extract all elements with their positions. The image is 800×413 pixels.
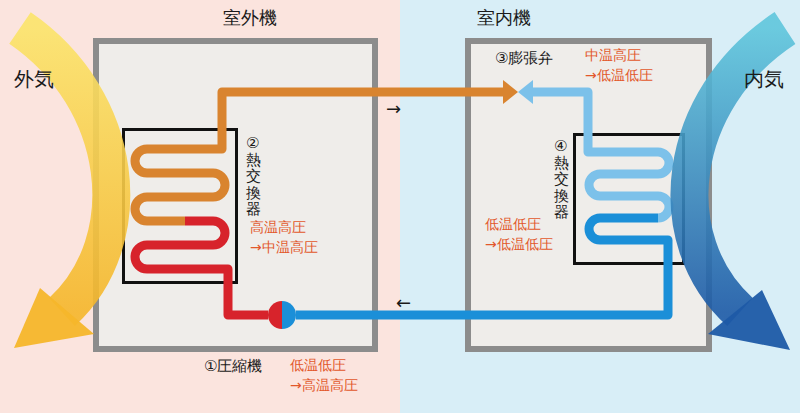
heat-exchanger: ②熱交換器高温高圧 →中温高圧 bbox=[122, 128, 238, 284]
state-change: 中温高圧 →低温低圧 bbox=[585, 45, 656, 86]
component-name: ①圧縮機 bbox=[204, 357, 262, 376]
heat-exchanger: ④熱交換器低温低圧 →低温低圧 bbox=[573, 133, 685, 265]
valve-symbol bbox=[503, 80, 533, 104]
expansion-valve: ③膨張弁中温高圧 →低温低圧 bbox=[503, 80, 533, 104]
refrigerant-pipe bbox=[533, 92, 588, 133]
air-label: 外気 bbox=[14, 66, 54, 93]
flow-arrow: → bbox=[386, 98, 401, 119]
state-change: 高温高圧 →中温高圧 bbox=[250, 217, 321, 258]
outdoor-unit: 室外機②熱交換器高温高圧 →中温高圧①圧縮機低温低圧 →高温高圧 bbox=[93, 38, 378, 352]
state-change: 低温低圧 →低温低圧 bbox=[485, 214, 556, 255]
component-name: ②熱交換器 bbox=[246, 135, 261, 218]
refrigerant-pipe bbox=[228, 284, 268, 315]
coil bbox=[576, 136, 682, 262]
refrigerant-pipe bbox=[296, 265, 668, 315]
state-change: 低温低圧 →高温高圧 bbox=[290, 355, 361, 396]
unit-heading: 室内機 bbox=[477, 6, 531, 30]
unit-heading: 室外機 bbox=[223, 6, 277, 30]
refrigerant-pipe bbox=[222, 92, 503, 128]
component-name: ③膨張弁 bbox=[495, 49, 553, 68]
coil bbox=[125, 131, 235, 281]
flow-arrow: ← bbox=[396, 292, 411, 313]
compressor-symbol bbox=[268, 301, 296, 329]
component-name: ④熱交換器 bbox=[554, 138, 569, 221]
compressor: ①圧縮機低温低圧 →高温高圧 bbox=[268, 301, 296, 329]
air-label: 内気 bbox=[744, 66, 784, 93]
